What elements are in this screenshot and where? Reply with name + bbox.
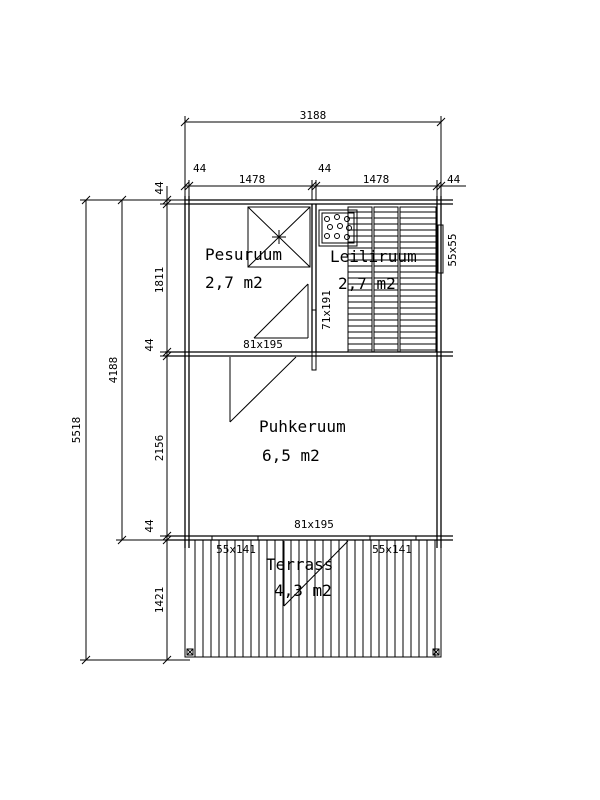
sauna-stove — [318, 209, 358, 247]
dim-wall-middle: 44 — [318, 162, 332, 175]
room-puhkeruum-name: Puhkeruum — [259, 417, 346, 436]
window-sauna-label: 55x55 — [446, 233, 459, 266]
left-dimension-lines — [80, 186, 190, 665]
sauna-window — [437, 224, 444, 274]
room-puhkeruum-area: 6,5 m2 — [262, 446, 320, 465]
door-front-label: 81x195 — [294, 518, 334, 531]
dim-wall-front: 44 — [143, 519, 156, 533]
terrace-deck — [184, 539, 442, 658]
shower-tray — [247, 206, 311, 268]
room-leiliruum-area: 2,7 m2 — [338, 274, 396, 293]
dim-wall-right: 44 — [447, 173, 461, 186]
door-sauna-label: 71x191 — [320, 290, 333, 330]
room-leiliruum-name: Leiliruum — [330, 247, 417, 266]
sauna-door — [311, 309, 317, 371]
dim-total-depth: 5518 — [70, 417, 83, 444]
dim-depth-puhkeruum: 2156 — [153, 435, 166, 462]
dim-wall-left: 44 — [193, 162, 207, 175]
door-bath-label: 81x195 — [243, 338, 283, 351]
dim-house-depth: 4188 — [107, 357, 120, 384]
room-pesuruum-name: Pesuruum — [205, 245, 282, 264]
top-dimension-lines — [180, 116, 466, 200]
room-terrass-name: Terrass — [266, 555, 333, 574]
dim-room-width-left: 1478 — [239, 173, 266, 186]
dim-wall-inner: 44 — [143, 338, 156, 352]
dim-total-width: 3188 — [300, 109, 327, 122]
window-right-label: 55x141 — [372, 543, 412, 556]
sauna-benches — [347, 206, 437, 353]
window-left-label: 55x141 — [216, 543, 256, 556]
dim-depth-terrace: 1421 — [153, 587, 166, 614]
room-pesuruum-area: 2,7 m2 — [205, 273, 263, 292]
room-terrass-area: 4,3 m2 — [274, 581, 332, 600]
dim-depth-front-rooms: 1811 — [153, 267, 166, 294]
dim-room-width-right: 1478 — [363, 173, 390, 186]
puhkeruum-door-swing — [229, 356, 297, 423]
bath-door-swing — [253, 283, 309, 339]
front-door-swing — [283, 540, 349, 607]
dim-wall-top: 44 — [153, 181, 166, 195]
